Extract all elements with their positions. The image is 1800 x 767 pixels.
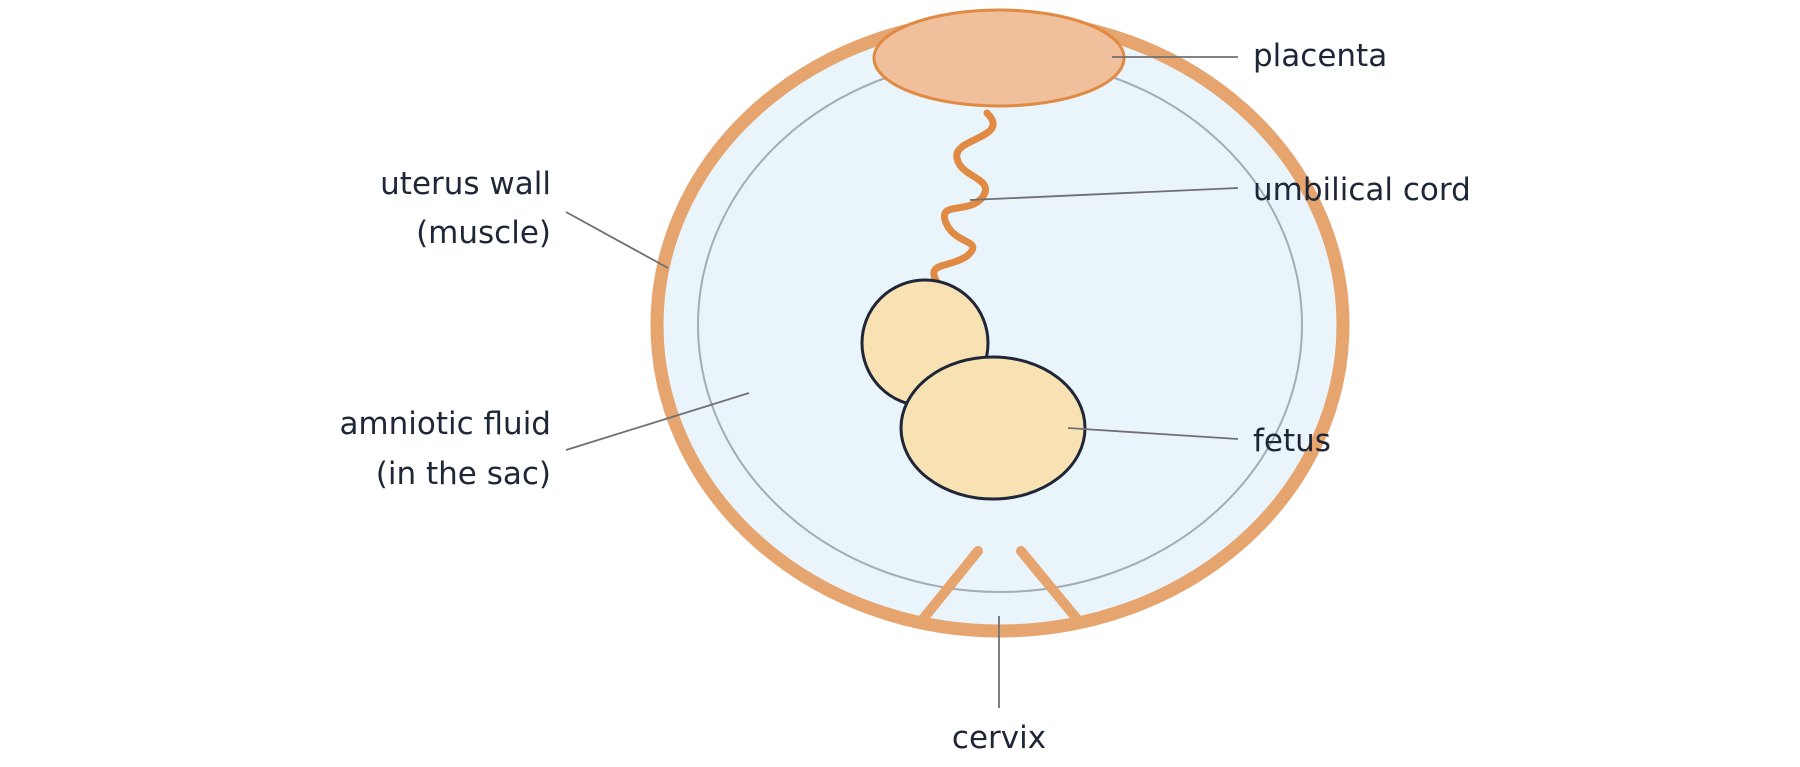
leader-amniotic-fluid — [565, 392, 750, 451]
label-uterus-wall: uterus wall — [380, 166, 551, 202]
cervix — [918, 546, 1082, 624]
placenta — [872, 8, 1126, 108]
leader-umbilical-cord — [969, 187, 1239, 201]
uterus-wall — [650, 12, 1350, 638]
umbilical-cord — [930, 109, 997, 286]
leader-uterus-wall — [565, 211, 669, 269]
leader-lines — [565, 56, 1239, 708]
label-fetus: fetus — [1253, 423, 1331, 459]
label-amniotic-fluid-sub: (in the sac) — [376, 456, 551, 492]
fetus-body — [899, 355, 1087, 501]
label-umbilical-cord: umbilical cord — [1253, 172, 1471, 208]
label-placenta: placenta — [1253, 38, 1387, 74]
label-uterus-wall-sub: (muscle) — [416, 215, 551, 251]
label-amniotic-fluid: amniotic fluid — [339, 406, 551, 442]
label-cervix: cervix — [952, 720, 1046, 756]
leader-fetus — [1067, 427, 1239, 440]
